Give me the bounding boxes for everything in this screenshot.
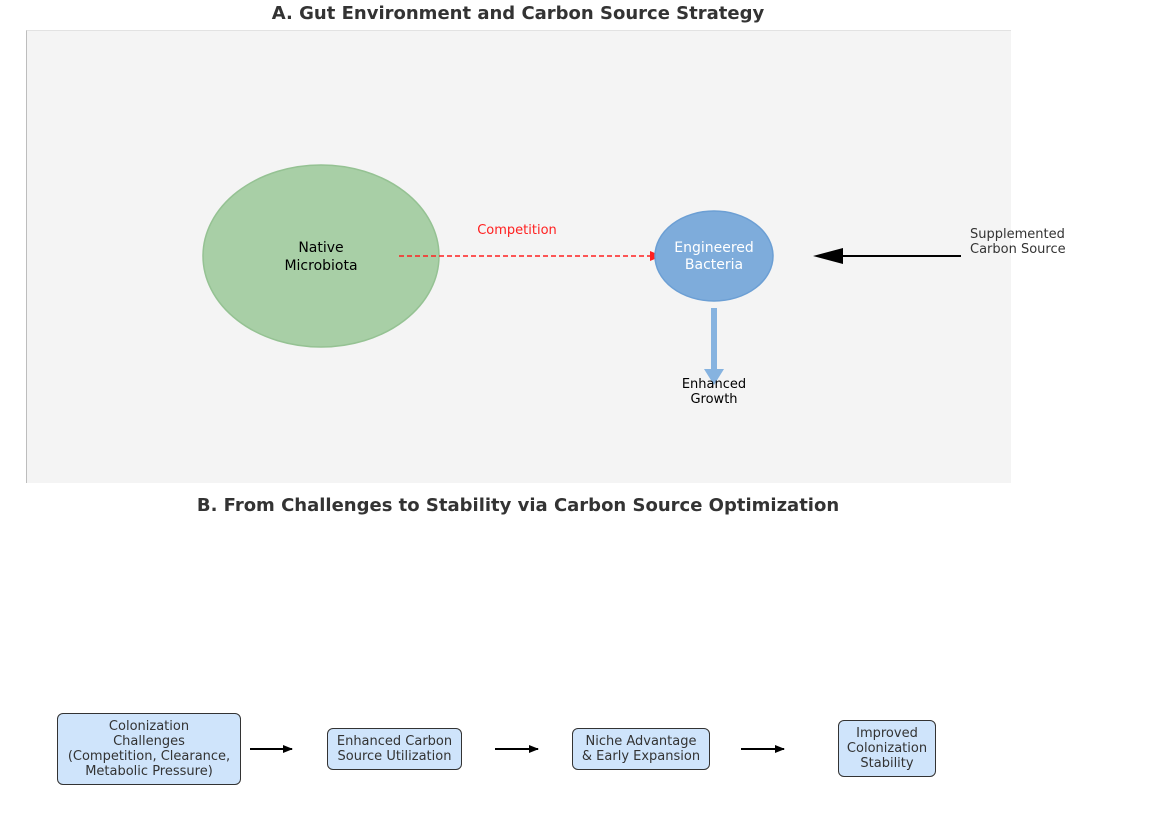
engineered-bacteria-label-line2: Bacteria <box>685 257 743 273</box>
step-box-colonization-challenges: Colonization Challenges (Competition, Cl… <box>57 713 241 785</box>
native-microbiota-label-line2: Microbiota <box>284 258 357 274</box>
growth-arrow-shaft <box>711 308 717 370</box>
engineered-bacteria-label-line1: Engineered <box>674 240 754 256</box>
step-box-improved-stability: Improved Colonization Stability <box>838 720 936 777</box>
growth-label-line2: Growth <box>690 392 737 407</box>
panel-a-title: A. Gut Environment and Carbon Source Str… <box>271 3 765 24</box>
supplement-label-line1: Supplemented <box>970 227 1065 242</box>
supplement-arrow-head <box>813 248 843 264</box>
growth-label-line1: Enhanced <box>682 377 746 392</box>
step-box-enhanced-carbon-utilization: Enhanced Carbon Source Utilization <box>327 728 462 770</box>
engineered-bacteria-circle <box>654 210 774 302</box>
supplement-label-line2: Carbon Source <box>970 242 1066 257</box>
competition-label: Competition <box>477 223 557 238</box>
growth-arrow-head <box>704 369 724 385</box>
native-microbiota-label-line1: Native <box>298 240 343 256</box>
panel-b-title: B. From Challenges to Stability via Carb… <box>196 495 840 516</box>
step-box-niche-advantage: Niche Advantage & Early Expansion <box>572 728 710 770</box>
